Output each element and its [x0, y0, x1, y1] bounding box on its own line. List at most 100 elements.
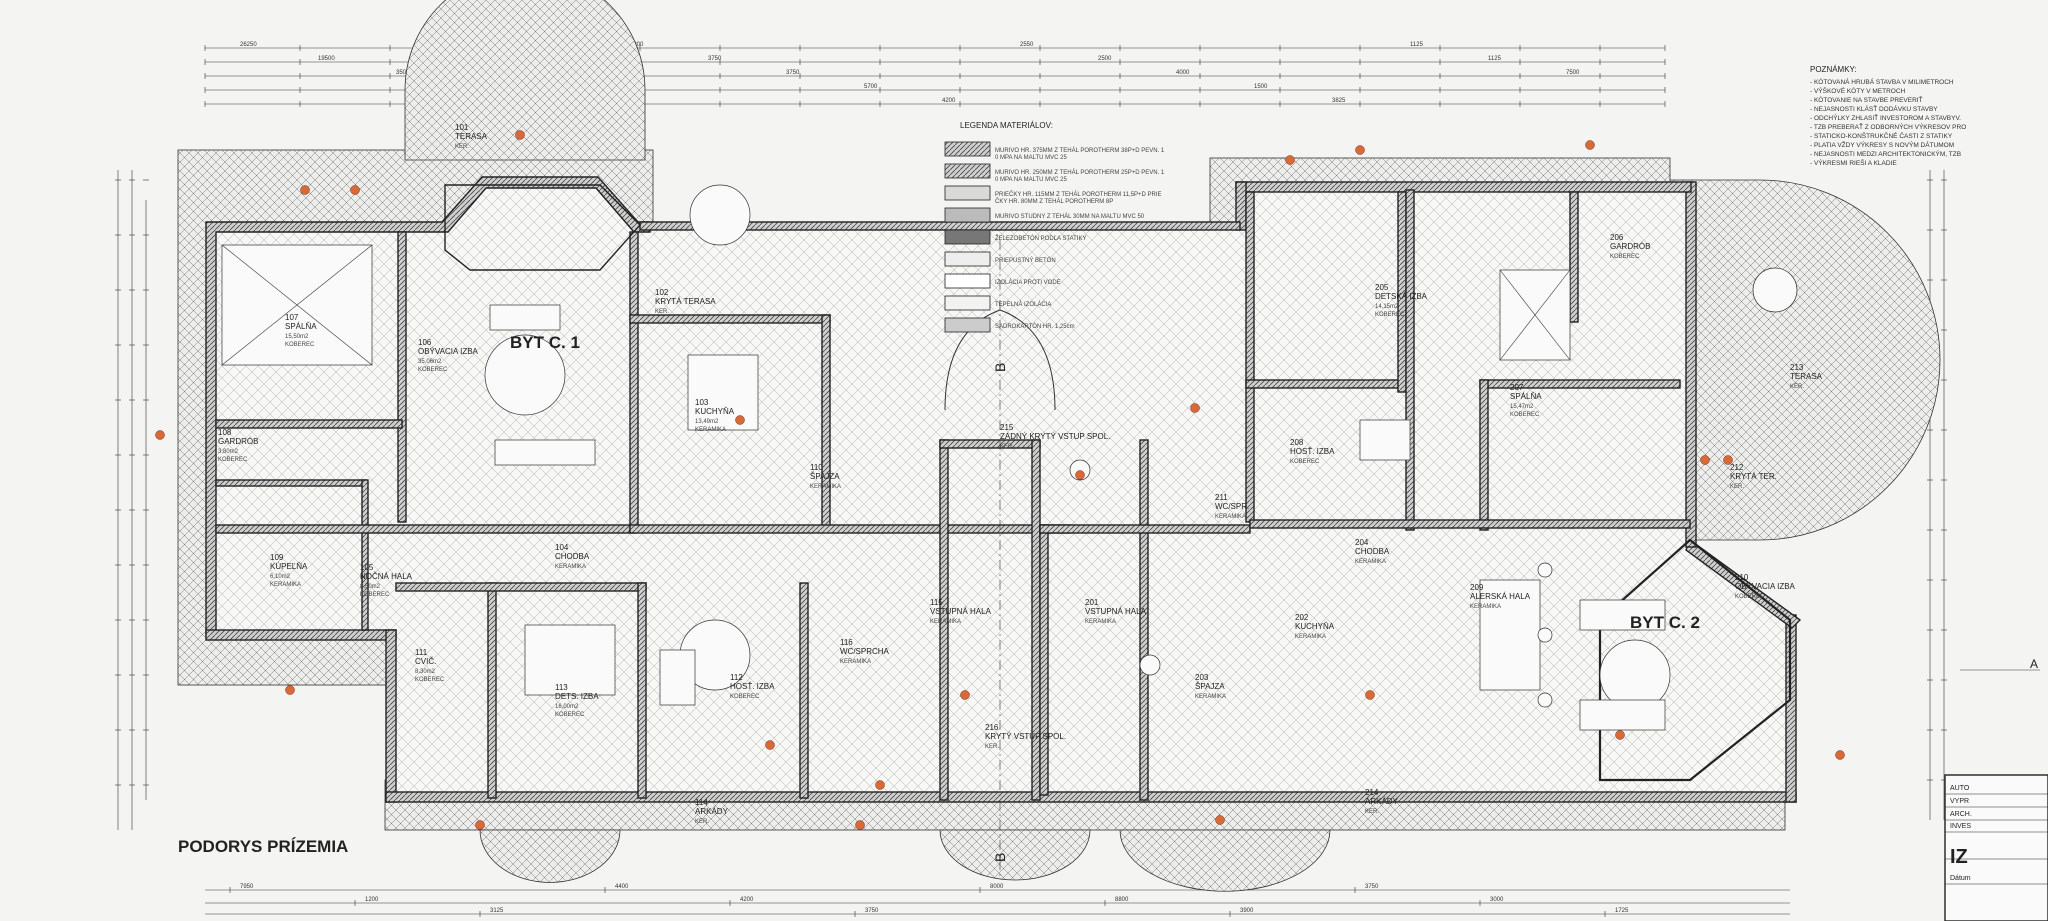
orange-marker — [1585, 140, 1595, 150]
room-finish: KER. — [1790, 384, 1804, 390]
room-number: 201 — [1085, 598, 1099, 607]
room-finish: KERAMIKA — [1295, 634, 1326, 640]
bottom-dimension-label: 4400 — [615, 884, 629, 890]
orange-marker — [515, 130, 525, 140]
right-dimension-chains — [1927, 170, 1947, 820]
room-finish: KERAMIKA — [1355, 559, 1386, 565]
room-name: DETS. IZBA — [555, 692, 599, 701]
legend-swatch — [944, 163, 991, 179]
title-block-cell: AUTO — [1950, 785, 1970, 792]
room-number: 107 — [285, 313, 299, 322]
room-name: ZADNÝ KRYTÝ VSTUP SPOL. — [1000, 432, 1110, 441]
arcade-arc-mid — [939, 829, 1091, 881]
note-item: - TZB PREBERAŤ Z ODBORNÝCH VÝKRESOV PRO — [1810, 122, 1966, 131]
room-finish: KOBEREC — [1610, 254, 1640, 260]
bottom-dimension-label: 3000 — [1490, 897, 1504, 903]
top-dimension-label: 1500 — [1254, 84, 1268, 90]
orange-marker — [1700, 455, 1710, 465]
room-name: OBÝVACIA IZBA — [1735, 582, 1796, 591]
notes-block: POZNÁMKY: - KÓTOVANÁ HRUBÁ STAVBA V MILI… — [1810, 65, 1966, 167]
top-dimension-label: 7500 — [1566, 70, 1580, 76]
room-number: 209 — [1470, 583, 1484, 592]
room-number: 203 — [1195, 673, 1209, 682]
exterior-walls — [205, 176, 1802, 803]
title-block-cell: Dátum — [1950, 875, 1971, 882]
orange-marker — [300, 185, 310, 195]
room-area: 3,80m2 — [218, 449, 239, 455]
note-item: - KÓTOVANIE NA STAVBE PREVERIŤ — [1810, 95, 1923, 104]
legend-item: MURIVO HR. 375MM Z TEHÁL POROTHERM 38P+D… — [995, 147, 1165, 154]
room-name: GARDRÓB — [1610, 242, 1650, 251]
room-area: 35,06m2 — [418, 359, 442, 365]
room-finish: KERAMIKA — [840, 659, 871, 665]
room-name: KRYTÁ TERASA — [655, 297, 716, 306]
orange-marker — [475, 820, 485, 830]
top-dimension-label: 4200 — [630, 42, 644, 48]
bottom-dimension-label: 3750 — [865, 908, 879, 914]
room-finish: KERAMIKA — [1470, 604, 1501, 610]
room-finish: KER. — [1000, 444, 1014, 450]
room-number: 208 — [1290, 438, 1304, 447]
room-number: 206 — [1610, 233, 1624, 242]
legend-item-cont: 0 MPA NA MALTU MVC 25 — [995, 177, 1067, 183]
note-item: - NEJASNOSTI MEDZI ARCHITEKTONICKÝM, TZB — [1810, 149, 1961, 158]
arcade-arc-left — [479, 829, 621, 883]
room-number: 205 — [1375, 283, 1389, 292]
room-name: HOSŤ. IZBA — [1290, 447, 1335, 456]
bottom-dimension-label: 8000 — [990, 884, 1004, 890]
room-area: 16,00m2 — [555, 704, 579, 710]
unit-label-byt1: BYT C. 1 — [510, 333, 580, 352]
legend-swatch — [944, 317, 991, 333]
room-number: 102 — [655, 288, 669, 297]
top-dimension-label: 3750 — [786, 70, 800, 76]
room-name: GARDRÓB — [218, 437, 258, 446]
note-item: - STATICKO-KONŠTRUKČNÉ ČASTI Z STATIKY — [1810, 131, 1953, 140]
room-area: 8,30m2 — [415, 669, 436, 675]
orange-marker — [1190, 403, 1200, 413]
orange-marker — [735, 415, 745, 425]
room-name: CHODBA — [1355, 547, 1390, 556]
orange-marker — [1355, 145, 1365, 155]
top-dimension-label: 2500 — [1098, 56, 1112, 62]
room-number: 113 — [555, 683, 568, 692]
top-dimension-label: 5700 — [864, 84, 878, 90]
bottom-dimension-label: 3900 — [1240, 908, 1254, 914]
room-finish: KERAMIKA — [270, 582, 301, 588]
room-name: DETSKÁ IZBA — [1375, 292, 1428, 301]
room-number: 115 — [930, 598, 943, 607]
room-name: SPÁLŇA — [1510, 392, 1542, 401]
room-number: 103 — [695, 398, 709, 407]
room-number: 210 — [1735, 573, 1749, 582]
note-item: - VÝŠKOVÉ KÓTY V METROCH — [1810, 86, 1906, 95]
bottom-dimension-label: 7950 — [240, 884, 254, 890]
orange-marker — [155, 430, 165, 440]
room-finish: KERAMIKA — [1085, 619, 1116, 625]
bottom-dimension-label: 1725 — [1615, 908, 1629, 914]
top-dimension-label: 3825 — [1332, 98, 1346, 104]
note-item: - KÓTOVANÁ HRUBÁ STAVBA V MILIMETROCH — [1810, 77, 1954, 86]
section-mark-a: A — [2030, 657, 2038, 671]
room-name: KRYTÁ TER. — [1730, 472, 1777, 481]
room-number: 105 — [360, 563, 374, 572]
room-number: 213 — [1790, 363, 1804, 372]
room-area: 15,50m2 — [285, 334, 309, 340]
room-number: 212 — [1730, 463, 1744, 472]
room-finish: KOBEREC — [415, 677, 445, 683]
title-block-cell: INVES — [1950, 823, 1971, 830]
room-name: VSTUPNÁ HALA — [1085, 607, 1147, 616]
room-name: CVIČ. — [415, 657, 436, 666]
room-finish: KOBEREC — [1735, 594, 1765, 600]
room-finish: KER. — [655, 309, 669, 315]
room-finish: KERAMIKA — [555, 564, 586, 570]
room-finish: KOBEREC — [285, 342, 315, 348]
room-number: 101 — [455, 123, 469, 132]
orange-marker — [1723, 455, 1733, 465]
note-item: - PLATIA VŽDY VÝKRESY S NOVÝM DÁTUMOM — [1810, 140, 1954, 149]
bottom-dimension-label: 3125 — [490, 908, 504, 914]
top-dimension-label: 19500 — [318, 56, 335, 62]
room-number: 116 — [840, 638, 853, 647]
room-number: 104 — [555, 543, 569, 552]
legend-item: MURIVO STUDNY Z TEHÁL 30MM NA MALTU MVC … — [995, 213, 1145, 220]
room-finish: KOBEREC — [1510, 412, 1540, 418]
orange-marker — [1615, 730, 1625, 740]
